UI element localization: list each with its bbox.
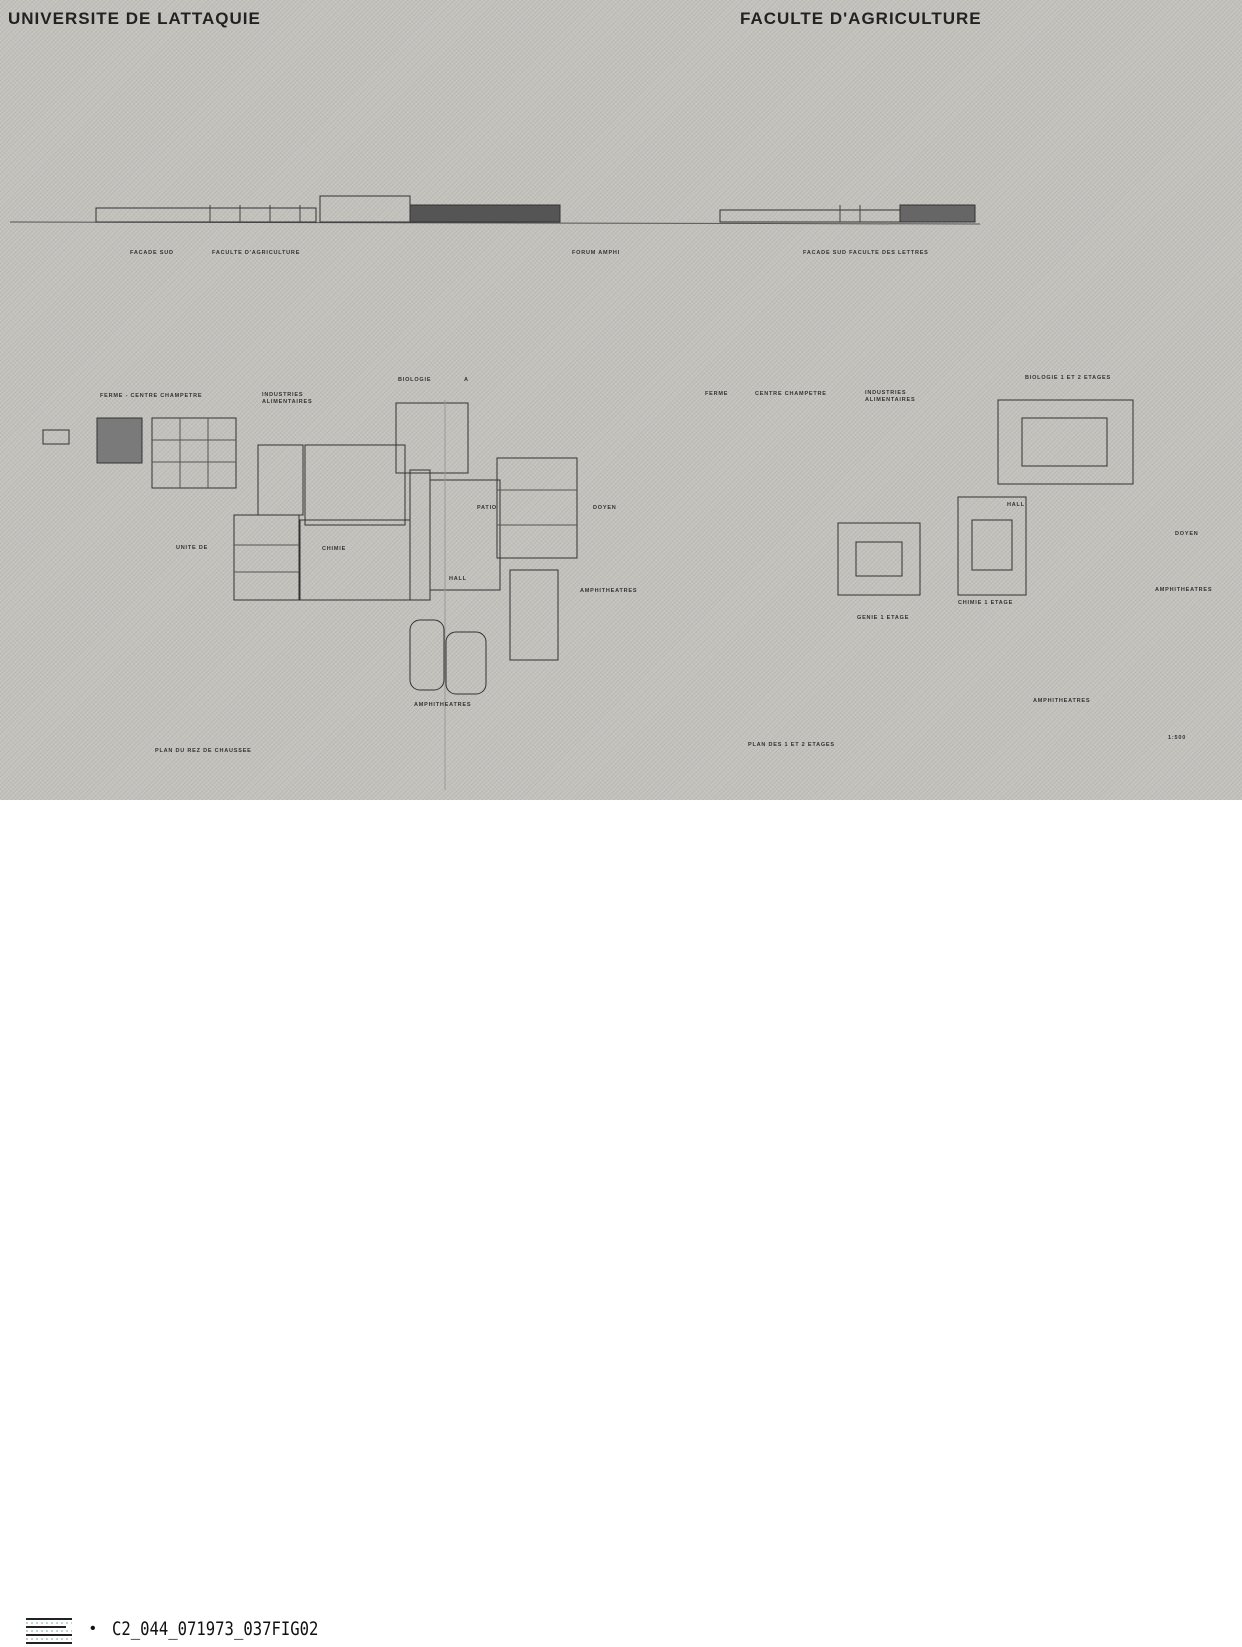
plan-label: GENIE 1 ETAGE — [857, 615, 910, 621]
plan-label: AMPHITHEATRES — [414, 702, 472, 708]
university-title: UNIVERSITE DE LATTAQUIE — [8, 9, 261, 28]
plan-label: HALL — [449, 576, 467, 582]
plan-label: INDUSTRIES — [262, 392, 304, 398]
elevation-label: FACADE SUD — [130, 250, 174, 256]
plan-label: BIOLOGIE — [398, 377, 432, 383]
scale-label: 1:500 — [1168, 735, 1187, 741]
ground-floor-plan — [42, 402, 578, 695]
plan-label: ALIMENTAIRES — [865, 397, 916, 403]
plan-label: DOYEN — [593, 505, 617, 511]
faculty-title: FACULTE D'AGRICULTURE — [740, 9, 982, 28]
plan-label: A — [464, 377, 469, 383]
plan-label: HALL — [1007, 502, 1025, 508]
elevation-label: FACULTE D'AGRICULTURE — [212, 250, 301, 256]
architectural-drawing: UNIVERSITE DE LATTAQUIE FACULTE D'AGRICU… — [0, 0, 1242, 800]
plan-label: PATIO — [477, 505, 497, 511]
plan-label: CHIMIE 1 ETAGE — [958, 600, 1014, 606]
plan-label: CHIMIE — [322, 546, 347, 552]
upper-plan-title: PLAN DES 1 ET 2 ETAGES — [748, 742, 835, 748]
upper-floor-plan — [444, 399, 1134, 790]
plan-label: AMPHITHEATRES — [1033, 698, 1091, 704]
ground-plan-title: PLAN DU REZ DE CHAUSSEE — [155, 748, 252, 754]
plan-label: AMPHITHEATRES — [580, 588, 638, 594]
plan-label: UNITE DE — [176, 545, 209, 551]
south-elevation — [9, 195, 981, 225]
footer: • C2_044_071973_037FIG02 — [0, 800, 1242, 1644]
plan-label: DOYEN — [1175, 531, 1199, 537]
plan-label: BIOLOGIE 1 ET 2 ETAGES — [1025, 375, 1111, 381]
drawing-linework — [9, 195, 1134, 790]
plan-label: FERME - CENTRE CHAMPETRE — [100, 393, 203, 399]
plan-label: INDUSTRIES — [865, 390, 907, 396]
elevation-label: FORUM AMPHI — [572, 250, 621, 256]
plan-label: ALIMENTAIRES — [262, 399, 313, 405]
bullet: • — [90, 1620, 96, 1637]
plan-label: CENTRE CHAMPETRE — [755, 391, 827, 397]
elevation-label: FACADE SUD FACULTE DES LETTRES — [803, 250, 929, 256]
plan-label: FERME — [705, 391, 729, 397]
figure-caption: C2_044_071973_037FIG02 — [112, 1618, 319, 1640]
plan-label: AMPHITHEATRES — [1155, 587, 1213, 593]
archive-logo-icon — [26, 1618, 72, 1644]
